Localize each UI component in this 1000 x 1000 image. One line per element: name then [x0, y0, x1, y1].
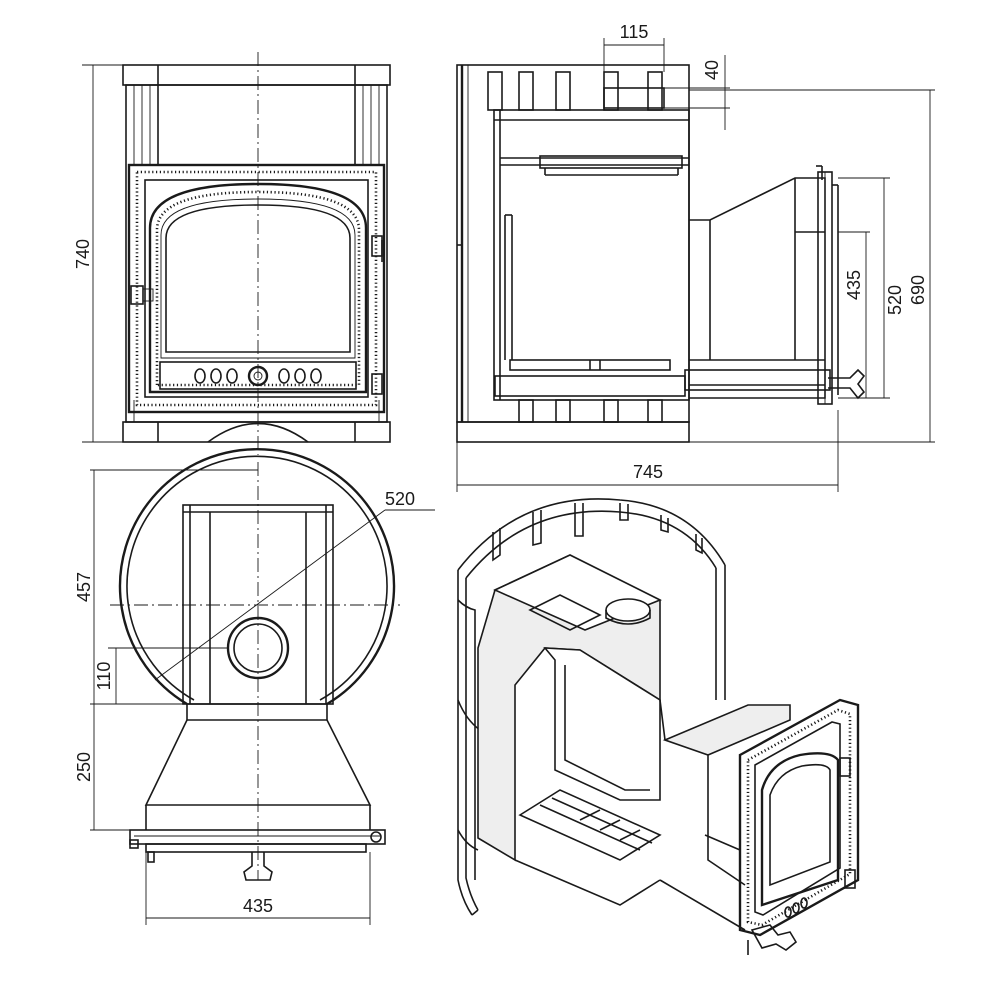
top-door-strip: [129, 829, 386, 845]
iso-firebox-interior: [543, 647, 661, 801]
iso-door-handle: [750, 924, 798, 951]
side-ash-pan: [494, 375, 686, 397]
side-door-handle: [828, 368, 866, 400]
iso-hinge-bottom: [844, 869, 856, 889]
dim-side-115: 115: [620, 22, 649, 42]
side-tunnel: [689, 177, 826, 399]
dim-top-457: 457: [74, 572, 94, 602]
side-view: 115 40 435 520 690 745: [456, 22, 935, 492]
dim-top-250: 250: [74, 752, 94, 782]
side-base-plate: [456, 421, 690, 443]
front-door-frame: [127, 163, 386, 414]
dim-top-520: 520: [385, 489, 415, 509]
dim-side-690: 690: [908, 275, 928, 305]
iso-shell-left: [457, 570, 473, 916]
isometric-view: [457, 498, 860, 955]
iso-chimney-hole: [605, 598, 651, 622]
front-base: [122, 421, 391, 443]
dim-side-40: 40: [702, 60, 722, 80]
front-body: [125, 84, 388, 423]
front-view: 740: [73, 52, 391, 455]
front-top-cap: [122, 64, 391, 86]
iso-door: [760, 752, 840, 907]
iso-door-frame: [738, 698, 860, 937]
side-chimney-stub: [603, 87, 665, 109]
side-body: [456, 64, 690, 423]
dim-side-435: 435: [844, 270, 864, 300]
iso-shell-top-edge: [457, 498, 726, 571]
dim-front-height: 740: [73, 239, 93, 269]
top-door-handle: [243, 852, 273, 881]
side-baffle: [539, 155, 683, 169]
top-view: 520 457 110 250 435: [74, 448, 435, 925]
dim-top-110: 110: [94, 662, 114, 691]
top-circle-body: [118, 448, 396, 706]
top-tunnel: [144, 719, 372, 806]
iso-hinge-top: [839, 757, 851, 777]
dim-side-520: 520: [885, 285, 905, 315]
dim-side-745: 745: [633, 462, 663, 482]
dim-top-435: 435: [243, 896, 273, 916]
iso-tunnel-top: [662, 704, 791, 756]
side-firebox: [493, 109, 690, 401]
front-hinge-bottom: [371, 373, 383, 395]
dim-line-520: [154, 509, 386, 681]
